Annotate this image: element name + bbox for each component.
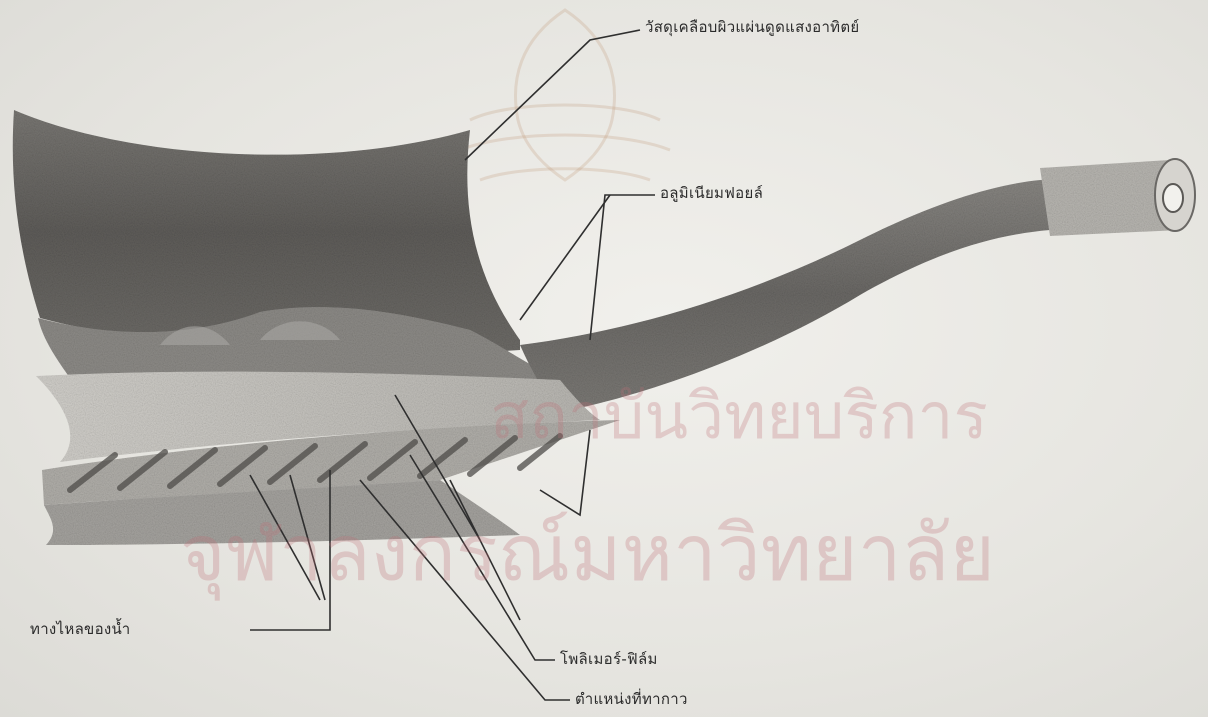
- label-water-channels: ทางไหลของน้ำ: [30, 622, 131, 637]
- leader-foil-b: [590, 195, 655, 340]
- leader-water-d: [250, 600, 330, 630]
- label-foil: อลูมิเนียมฟอยล์: [660, 186, 763, 201]
- label-polymer-film: โพลิเมอร์-ฟิล์ม: [560, 652, 658, 667]
- watermark-line-2: จุฬาลงกรณ์มหาวิทยาลัย: [180, 515, 995, 593]
- watermark-line-1: สถาบันวิทยบริการ: [490, 385, 988, 449]
- tube-end-cylinder: [1040, 159, 1195, 236]
- leader-coating: [465, 30, 640, 160]
- label-coating: วัสดุเคลือบผิวแผ่นดูดแสงอาทิตย์: [645, 20, 860, 35]
- label-glue-position: ตำแหน่งที่ทากาว: [575, 692, 688, 707]
- leader-foil-a: [520, 195, 610, 320]
